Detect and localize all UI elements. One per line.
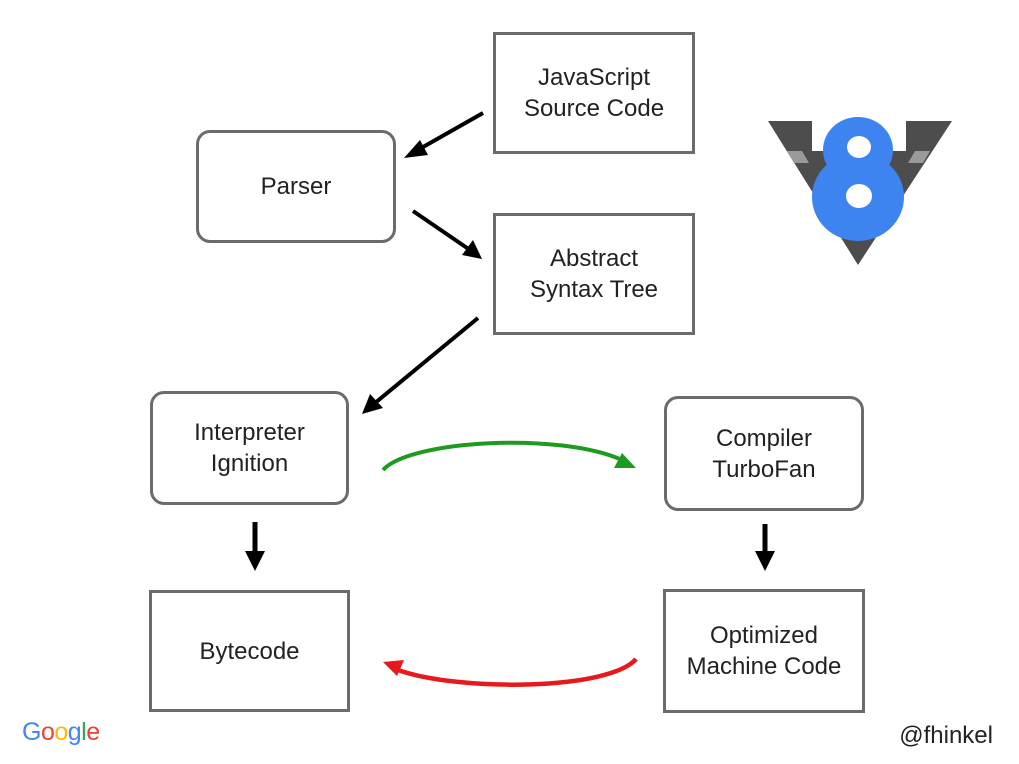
google-letter: G <box>22 718 41 746</box>
machine-code-line1: Optimized <box>709 622 819 649</box>
bytecode-label: Bytecode <box>199 637 300 665</box>
arrow-interpreter-to-bytecode <box>245 522 265 571</box>
parser-box: Parser <box>196 130 396 243</box>
google-letter: g <box>67 718 82 746</box>
ast-box: Abstract Syntax Tree <box>493 213 695 335</box>
google-letter: l <box>81 718 87 746</box>
machine-code-line2: Machine Code <box>686 653 842 680</box>
arrow-parser-to-ast <box>411 209 482 259</box>
bytecode-box: Bytecode <box>149 590 350 712</box>
arrow-source-to-parser <box>404 111 484 158</box>
google-letter: o <box>40 718 55 746</box>
interpreter-line2: Ignition <box>210 450 289 477</box>
ast-line1: Abstract <box>549 245 639 272</box>
source-code-line2: Source Code <box>523 95 665 122</box>
v8-logo-icon <box>768 117 952 265</box>
compiler-box: Compiler TurboFan <box>664 396 864 511</box>
google-logo-icon: Google <box>22 718 100 747</box>
interpreter-box: Interpreter Ignition <box>150 391 349 505</box>
source-code-box: JavaScript Source Code <box>493 32 695 154</box>
interpreter-line1: Interpreter <box>194 419 305 446</box>
compiler-line2: TurboFan <box>712 455 816 483</box>
author-handle: @fhinkel <box>899 722 993 749</box>
arrow-optimize-green <box>381 440 636 472</box>
ast-line2: Syntax Tree <box>529 276 659 303</box>
compiler-line1: Compiler <box>715 424 813 452</box>
source-code-line1: JavaScript <box>537 64 651 91</box>
google-letter: e <box>86 718 100 746</box>
arrow-ast-to-interpreter <box>362 316 480 414</box>
arrow-compiler-to-machine <box>755 524 775 571</box>
arrow-deoptimize-red <box>383 657 638 687</box>
machine-code-box: Optimized Machine Code <box>663 589 865 713</box>
google-letter: o <box>54 718 68 746</box>
parser-label: Parser <box>260 173 332 200</box>
